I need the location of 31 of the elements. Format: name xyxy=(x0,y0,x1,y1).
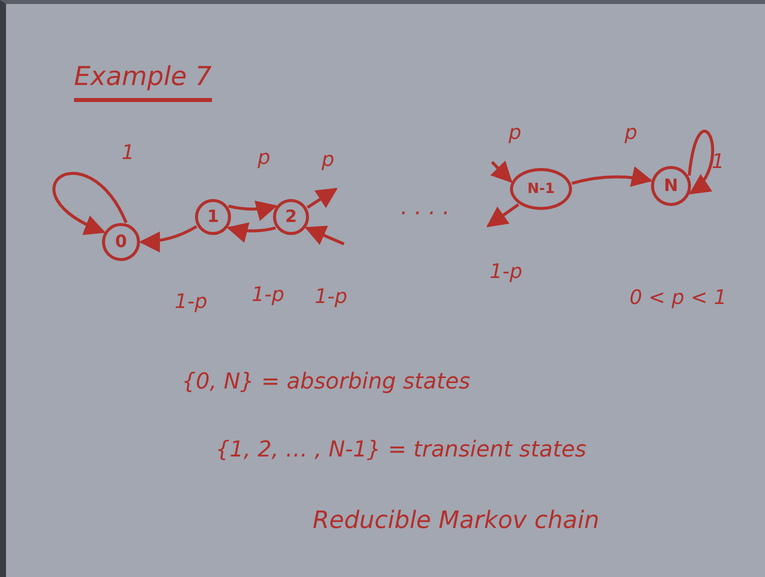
arrow xyxy=(304,226,345,246)
arrow xyxy=(228,200,278,221)
arrow xyxy=(490,160,512,183)
arrow xyxy=(52,172,128,234)
state-circle: 1 xyxy=(195,199,231,235)
ellipsis: · · · · xyxy=(400,202,448,226)
arrow xyxy=(572,166,653,188)
edge-label: 1-p xyxy=(252,282,284,306)
edge-label: 1 xyxy=(712,149,724,173)
arrow xyxy=(688,130,714,195)
edge-label: 1 xyxy=(122,140,134,164)
edge-label: 1-p xyxy=(174,289,208,313)
edge-label: p xyxy=(624,120,638,144)
state-circle: 0 xyxy=(102,223,140,261)
state-circle: 2 xyxy=(273,199,309,235)
note: {0, N} = absorbing states xyxy=(182,370,470,394)
arrow xyxy=(486,203,520,228)
arrow xyxy=(138,225,198,252)
note: 0 < p < 1 xyxy=(629,285,727,309)
arrow xyxy=(306,188,338,209)
arrow xyxy=(226,222,276,242)
edge-label: p xyxy=(508,120,522,144)
state-circle: N xyxy=(651,166,691,206)
edge-label: 1-p xyxy=(490,259,522,283)
edge-label: p xyxy=(322,147,334,171)
edge-label: 1-p xyxy=(314,284,348,308)
title: Example 7 xyxy=(74,62,212,102)
edge-label: p xyxy=(258,145,270,169)
note: Reducible Markov chain xyxy=(312,506,600,534)
state-circle: N-1 xyxy=(510,168,572,210)
note: {1, 2, … , N-1} = transient states xyxy=(216,438,586,462)
